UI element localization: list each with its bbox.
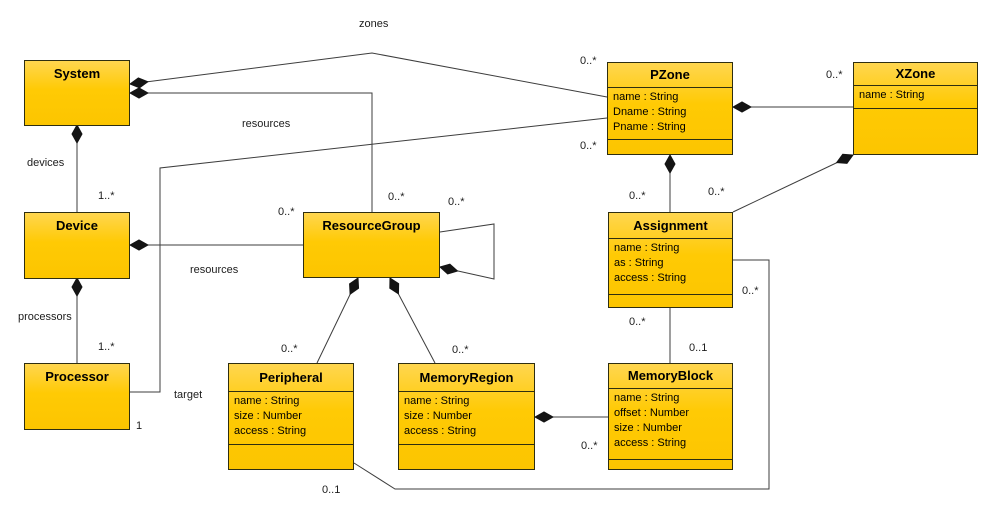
attributes-compartment: name : String size : Number access : Strin… bbox=[399, 392, 534, 445]
label-mult-memoryblock-top: 0..1 bbox=[689, 342, 708, 354]
class-memoryblock[interactable]: MemoryBlock name : String offset : Number s… bbox=[608, 363, 733, 470]
label-role-devices: devices bbox=[27, 157, 65, 169]
label-mult-pzone-target: 0..* bbox=[580, 140, 597, 152]
label-mult-assignment-right: 0..* bbox=[742, 285, 759, 297]
label-role-target: target bbox=[174, 389, 203, 401]
class-attribute: name : String bbox=[404, 395, 470, 407]
class-name: Assignment bbox=[609, 213, 732, 239]
class-name: System bbox=[53, 66, 101, 81]
composition-diamond-icon bbox=[71, 123, 83, 145]
class-device[interactable]: Device bbox=[24, 212, 130, 279]
label-mult-resourcegroup-top: 0..* bbox=[388, 191, 405, 203]
class-attribute: access : String bbox=[404, 425, 477, 437]
edge-system-pzone-zones[interactable] bbox=[129, 52, 608, 98]
composition-diamond-icon bbox=[71, 276, 83, 298]
label-role-resources-system: resources bbox=[242, 118, 291, 130]
composition-diamond-icon bbox=[128, 87, 150, 99]
attributes-compartment: name : String as : String access : String bbox=[609, 239, 732, 295]
class-attribute: name : String bbox=[614, 392, 680, 404]
class-assignment[interactable]: Assignment name : String as : String access… bbox=[608, 212, 733, 308]
class-attribute: name : String bbox=[613, 91, 679, 103]
class-attribute: size : Number bbox=[234, 410, 302, 422]
label-mult-assignment-topleft: 0..* bbox=[629, 190, 646, 202]
label-role-resources-device: resources bbox=[190, 264, 239, 276]
class-system[interactable]: System bbox=[24, 60, 130, 126]
class-memoryregion[interactable]: MemoryRegion name : String size : Number ac… bbox=[398, 363, 535, 470]
composition-diamond-icon bbox=[438, 263, 459, 275]
class-attribute: access : String bbox=[614, 272, 687, 284]
class-processor[interactable]: Processor bbox=[24, 363, 130, 430]
label-mult-assignment-topright: 0..* bbox=[708, 186, 725, 198]
label-mult-memoryregion: 0..* bbox=[452, 344, 469, 356]
label-mult-resourcegroup-left: 0..* bbox=[278, 206, 295, 218]
composition-diamond-icon bbox=[835, 153, 854, 164]
class-attribute: offset : Number bbox=[614, 407, 689, 419]
class-attribute: size : Number bbox=[614, 422, 682, 434]
class-name: ResourceGroup bbox=[322, 218, 421, 233]
label-mult-resourcegroup-self: 0..* bbox=[448, 196, 465, 208]
composition-diamond-icon bbox=[349, 277, 360, 296]
class-name: PZone bbox=[608, 63, 732, 88]
class-xzone[interactable]: XZone name : String bbox=[853, 62, 978, 155]
class-attribute: name : String bbox=[859, 89, 925, 101]
class-name: Processor bbox=[45, 369, 109, 384]
label-mult-target: 1 bbox=[136, 420, 143, 432]
class-name: Device bbox=[56, 218, 98, 233]
class-name: MemoryRegion bbox=[399, 364, 534, 392]
attributes-compartment: name : String size : Number access : Strin… bbox=[229, 392, 353, 445]
attributes-compartment: name : String bbox=[854, 86, 977, 109]
class-attribute: as : String bbox=[614, 257, 664, 269]
composition-diamond-icon bbox=[128, 77, 149, 89]
class-name: MemoryBlock bbox=[609, 364, 732, 389]
label-mult-peripheral: 0..* bbox=[281, 343, 298, 355]
label-mult-processor: 1..* bbox=[98, 341, 115, 353]
class-attribute: name : String bbox=[614, 242, 680, 254]
class-resourcegroup[interactable]: ResourceGroup bbox=[303, 212, 440, 278]
class-attribute: size : Number bbox=[404, 410, 472, 422]
label-mult-peripheral-bottom: 0..1 bbox=[322, 484, 341, 496]
composition-diamond-icon bbox=[731, 101, 753, 113]
label-mult-pzone-zones: 0..* bbox=[580, 55, 597, 67]
class-attribute: Dname : String bbox=[613, 106, 687, 118]
class-attribute: Pname : String bbox=[613, 121, 686, 133]
edge-resourcegroup-self[interactable] bbox=[439, 223, 495, 280]
class-attribute: access : String bbox=[234, 425, 307, 437]
edge-assignment-peripheral[interactable] bbox=[353, 259, 770, 490]
attributes-compartment: name : String offset : Number size : Numbe… bbox=[609, 389, 732, 460]
composition-diamond-icon bbox=[533, 411, 555, 423]
class-name: Peripheral bbox=[229, 364, 353, 392]
composition-diamond-icon bbox=[128, 239, 150, 251]
class-attribute: name : String bbox=[234, 395, 300, 407]
label-role-zones: zones bbox=[359, 18, 389, 30]
edge-system-resourcegroup-resources[interactable] bbox=[130, 92, 373, 212]
composition-diamond-icon bbox=[664, 153, 676, 175]
composition-diamond-icon bbox=[389, 277, 400, 295]
edge-pzone-processor-target[interactable] bbox=[130, 117, 608, 393]
label-mult-memoryblock-left: 0..* bbox=[581, 440, 598, 452]
label-role-processors: processors bbox=[18, 311, 72, 323]
label-mult-assignment-bottom: 0..* bbox=[629, 316, 646, 328]
class-name: XZone bbox=[854, 63, 977, 86]
label-mult-device: 1..* bbox=[98, 190, 115, 202]
label-mult-xzone: 0..* bbox=[826, 69, 843, 81]
class-peripheral[interactable]: Peripheral name : String size : Number acce… bbox=[228, 363, 354, 470]
edge-xzone-assignment[interactable] bbox=[732, 154, 854, 213]
class-attribute: access : String bbox=[614, 437, 687, 449]
